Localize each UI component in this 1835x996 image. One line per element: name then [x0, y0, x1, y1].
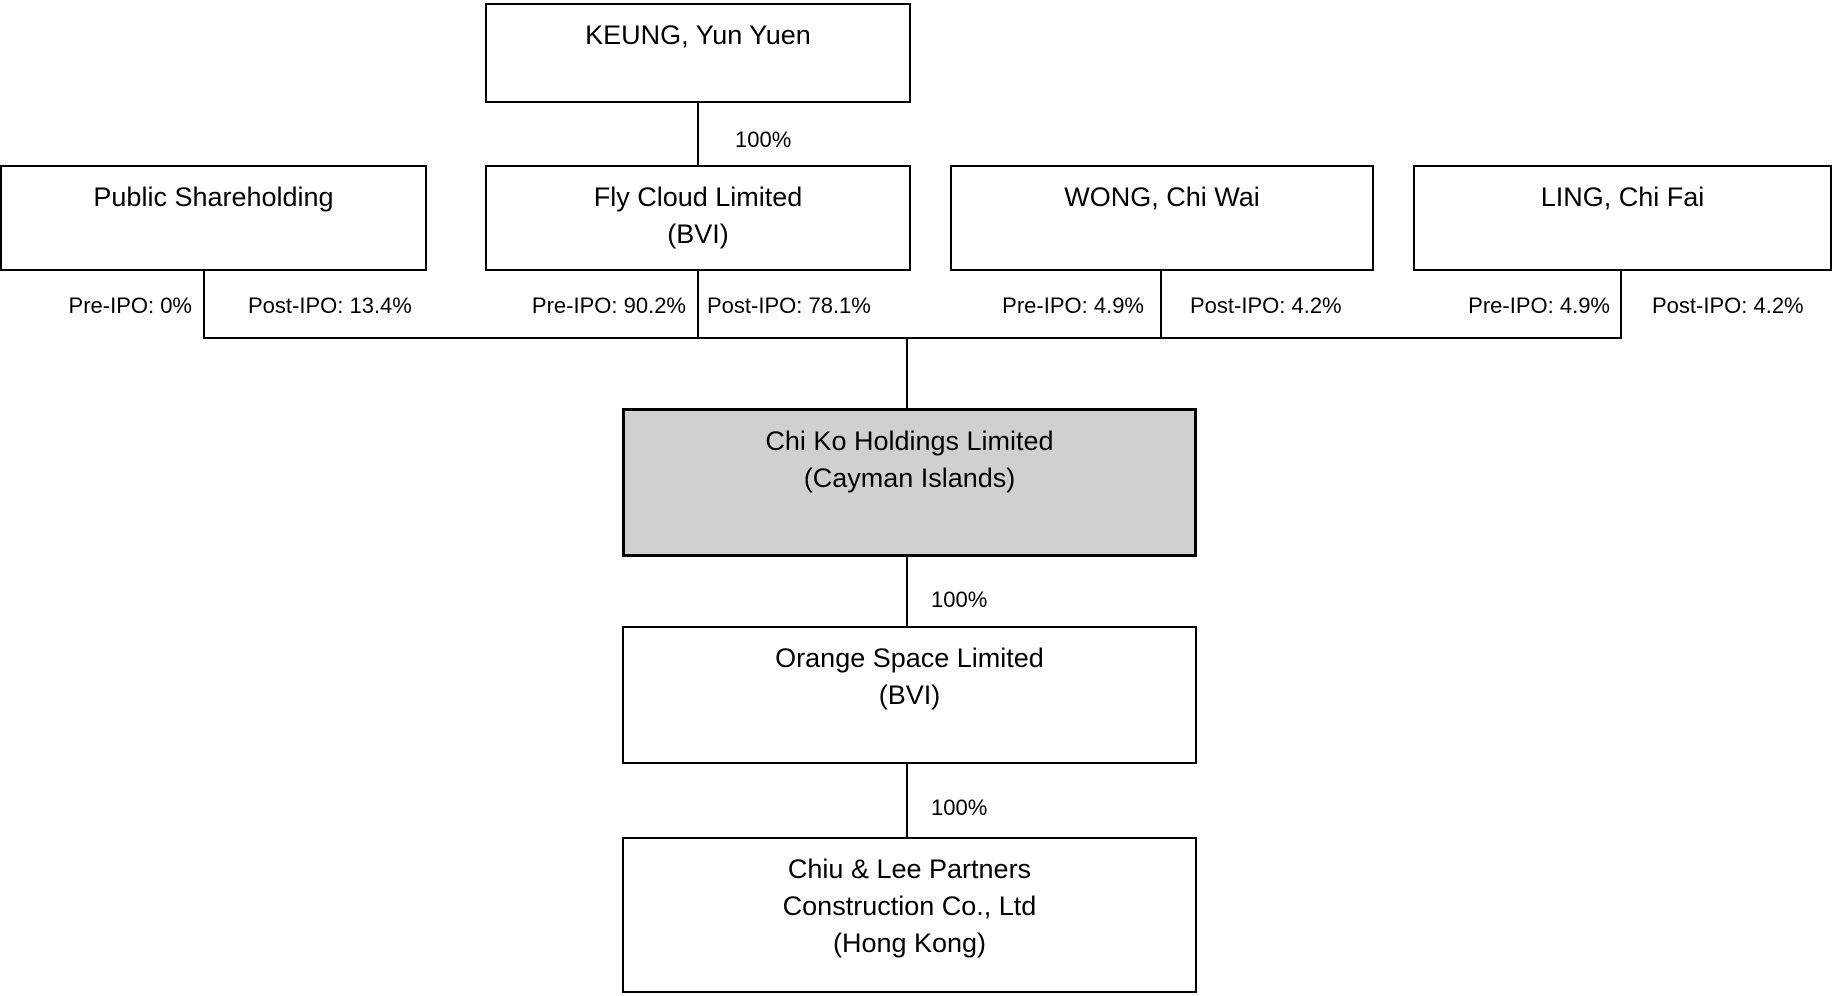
node-name-line1: Chiu & Lee Partners [787, 854, 1032, 884]
node-name: Fly Cloud Limited [593, 182, 803, 212]
edge-orange-to-chiulee [906, 764, 908, 837]
node-public-shareholding: Public Shareholding [0, 165, 427, 271]
public-post-ipo-label: Post-IPO: 13.4% [248, 293, 412, 318]
wong-post-ipo-label: Post-IPO: 4.2% [1190, 293, 1342, 318]
edge-ownership-label: 100% [931, 795, 988, 820]
flycloud-post-ipo-label: Post-IPO: 78.1% [707, 293, 871, 318]
node-name: Orange Space Limited [775, 643, 1044, 673]
node-jurisdiction: (BVI) [878, 680, 941, 710]
node-chiu-lee-partners-construction: Chiu & Lee Partners Construction Co., Lt… [622, 837, 1197, 993]
edge-ownership-label: 100% [735, 127, 792, 152]
ling-post-ipo-label: Post-IPO: 4.2% [1652, 293, 1804, 318]
edge-shareholders-bus-line [203, 337, 1622, 339]
edge-chiko-to-orange [906, 557, 908, 626]
edge-ling-to-chiko [1620, 271, 1622, 339]
node-name: KEUNG, Yun Yuen [585, 20, 811, 50]
edge-ownership-label: 100% [931, 587, 988, 612]
node-wong-chi-wai: WONG, Chi Wai [950, 165, 1374, 271]
node-jurisdiction: (Hong Kong) [832, 928, 987, 958]
node-keung-yun-yuen: KEUNG, Yun Yuen [485, 3, 911, 103]
edge-wong-to-chiko [1160, 271, 1162, 339]
node-name: Public Shareholding [93, 182, 334, 212]
flycloud-pre-ipo-label: Pre-IPO: 90.2% [531, 293, 686, 318]
node-name: Chi Ko Holdings Limited [765, 426, 1054, 456]
node-ling-chi-fai: LING, Chi Fai [1413, 165, 1832, 271]
edge-bus-to-chiko [906, 339, 908, 408]
edge-keung-to-flycloud [697, 103, 699, 165]
ling-pre-ipo-label: Pre-IPO: 4.9% [1468, 293, 1610, 318]
node-fly-cloud-limited: Fly Cloud Limited (BVI) [485, 165, 911, 271]
node-jurisdiction: (BVI) [667, 219, 729, 249]
public-pre-ipo-label: Pre-IPO: 0% [68, 293, 192, 318]
node-name: WONG, Chi Wai [1064, 182, 1260, 212]
node-chi-ko-holdings: Chi Ko Holdings Limited (Cayman Islands) [622, 408, 1197, 557]
node-name-line2: Construction Co., Ltd [782, 891, 1037, 921]
edge-flycloud-to-chiko [697, 271, 699, 339]
node-orange-space-limited: Orange Space Limited (BVI) [622, 626, 1197, 764]
node-jurisdiction: (Cayman Islands) [803, 463, 1016, 493]
node-name: LING, Chi Fai [1540, 182, 1705, 212]
edge-public-to-chiko [203, 271, 205, 339]
wong-pre-ipo-label: Pre-IPO: 4.9% [1002, 293, 1144, 318]
